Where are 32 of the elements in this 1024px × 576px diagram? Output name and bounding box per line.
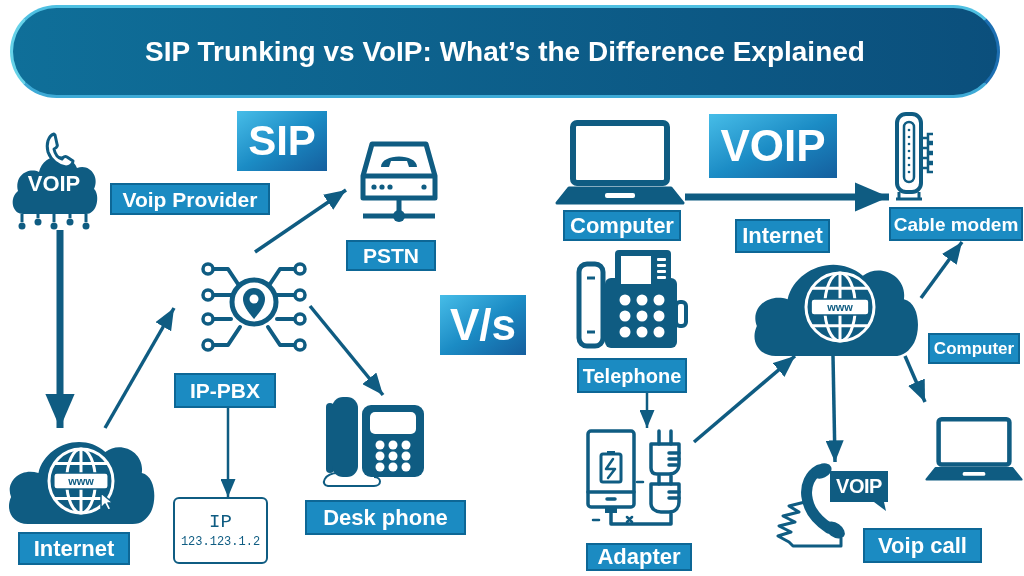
arrow [825,355,844,463]
bubble-text: VOIP [835,476,883,496]
device-label: IP-PBX [174,373,276,408]
device-label: Cable modem [889,207,1023,241]
device-label: Telephone [577,358,687,393]
icon-text: www [67,473,95,489]
device-label: Internet [735,219,830,253]
arrow [254,188,347,254]
arrow [220,408,236,497]
title-text: SIP Trunking vs VoIP: What’s the Difference Explained [145,35,865,69]
device-label: Voip call [863,528,982,563]
device-label: Desk phone [305,500,466,535]
ip-card [173,497,268,564]
section-badge: VOIP [709,114,837,178]
device-label: PSTN [346,240,436,271]
device-label: Computer [928,333,1020,364]
device-label: Adapter [586,543,692,571]
device-label: Computer [563,210,681,241]
ip-address: 123.123.1.2 [180,536,261,548]
arrow [103,307,176,429]
arrow [903,355,927,403]
device-label: Voip Provider [110,183,270,215]
arrow [919,240,964,300]
section-badge: SIP [237,111,327,171]
icon-text: www [826,299,854,315]
icon-text: VOIP [26,171,82,197]
arrow [639,393,655,428]
device-label: Internet [18,532,130,565]
section-badge: V/s [440,295,526,355]
arrow [308,304,385,397]
ip-heading: IP [209,513,232,532]
arrow [692,354,797,444]
